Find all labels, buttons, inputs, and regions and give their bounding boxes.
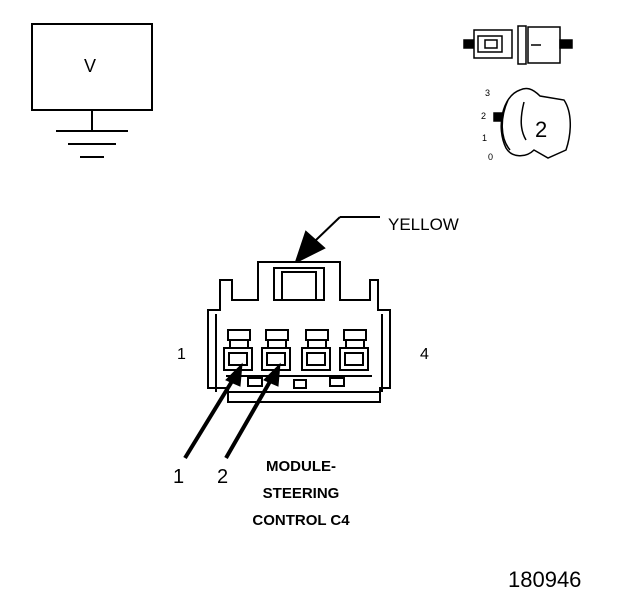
ignition-selected-marker <box>493 112 503 122</box>
probe-lead-1-label: 1 <box>173 466 185 488</box>
probe-lead-2 <box>224 377 274 459</box>
connector-pin-first: 1 <box>177 346 186 363</box>
wire-color-label: YELLOW <box>388 215 459 234</box>
connector-title-line-1: MODULE- <box>266 458 336 475</box>
wire-color-callout <box>294 216 380 264</box>
connector-title: MODULE- STEERING CONTROL C4 <box>236 453 366 534</box>
ignition-position-2: 2 <box>481 111 487 121</box>
probe-lead-2-label: 2 <box>217 466 229 488</box>
ignition-selected-position: 2 <box>535 117 548 142</box>
figure-number: 180946 <box>508 567 582 592</box>
connector-title-line-2: STEERING <box>262 485 340 502</box>
cavity-2 <box>261 329 291 371</box>
ignition-key-icon <box>493 87 571 159</box>
cavity-4 <box>339 329 369 371</box>
voltmeter-symbol <box>31 23 153 158</box>
connector-pin-last: 4 <box>420 346 429 363</box>
probe-leads <box>183 362 281 460</box>
cavity-3 <box>301 329 331 371</box>
ignition-position-1: 1 <box>482 133 488 143</box>
cavity-1 <box>223 329 253 371</box>
voltmeter-label: V <box>84 56 97 76</box>
connector-title-line-3: CONTROL C4 <box>252 512 350 529</box>
ignition-position-3: 3 <box>485 88 491 98</box>
probe-lead-1 <box>183 376 236 460</box>
ignition-position-0: 0 <box>488 152 494 162</box>
disconnect-icon <box>463 25 573 65</box>
